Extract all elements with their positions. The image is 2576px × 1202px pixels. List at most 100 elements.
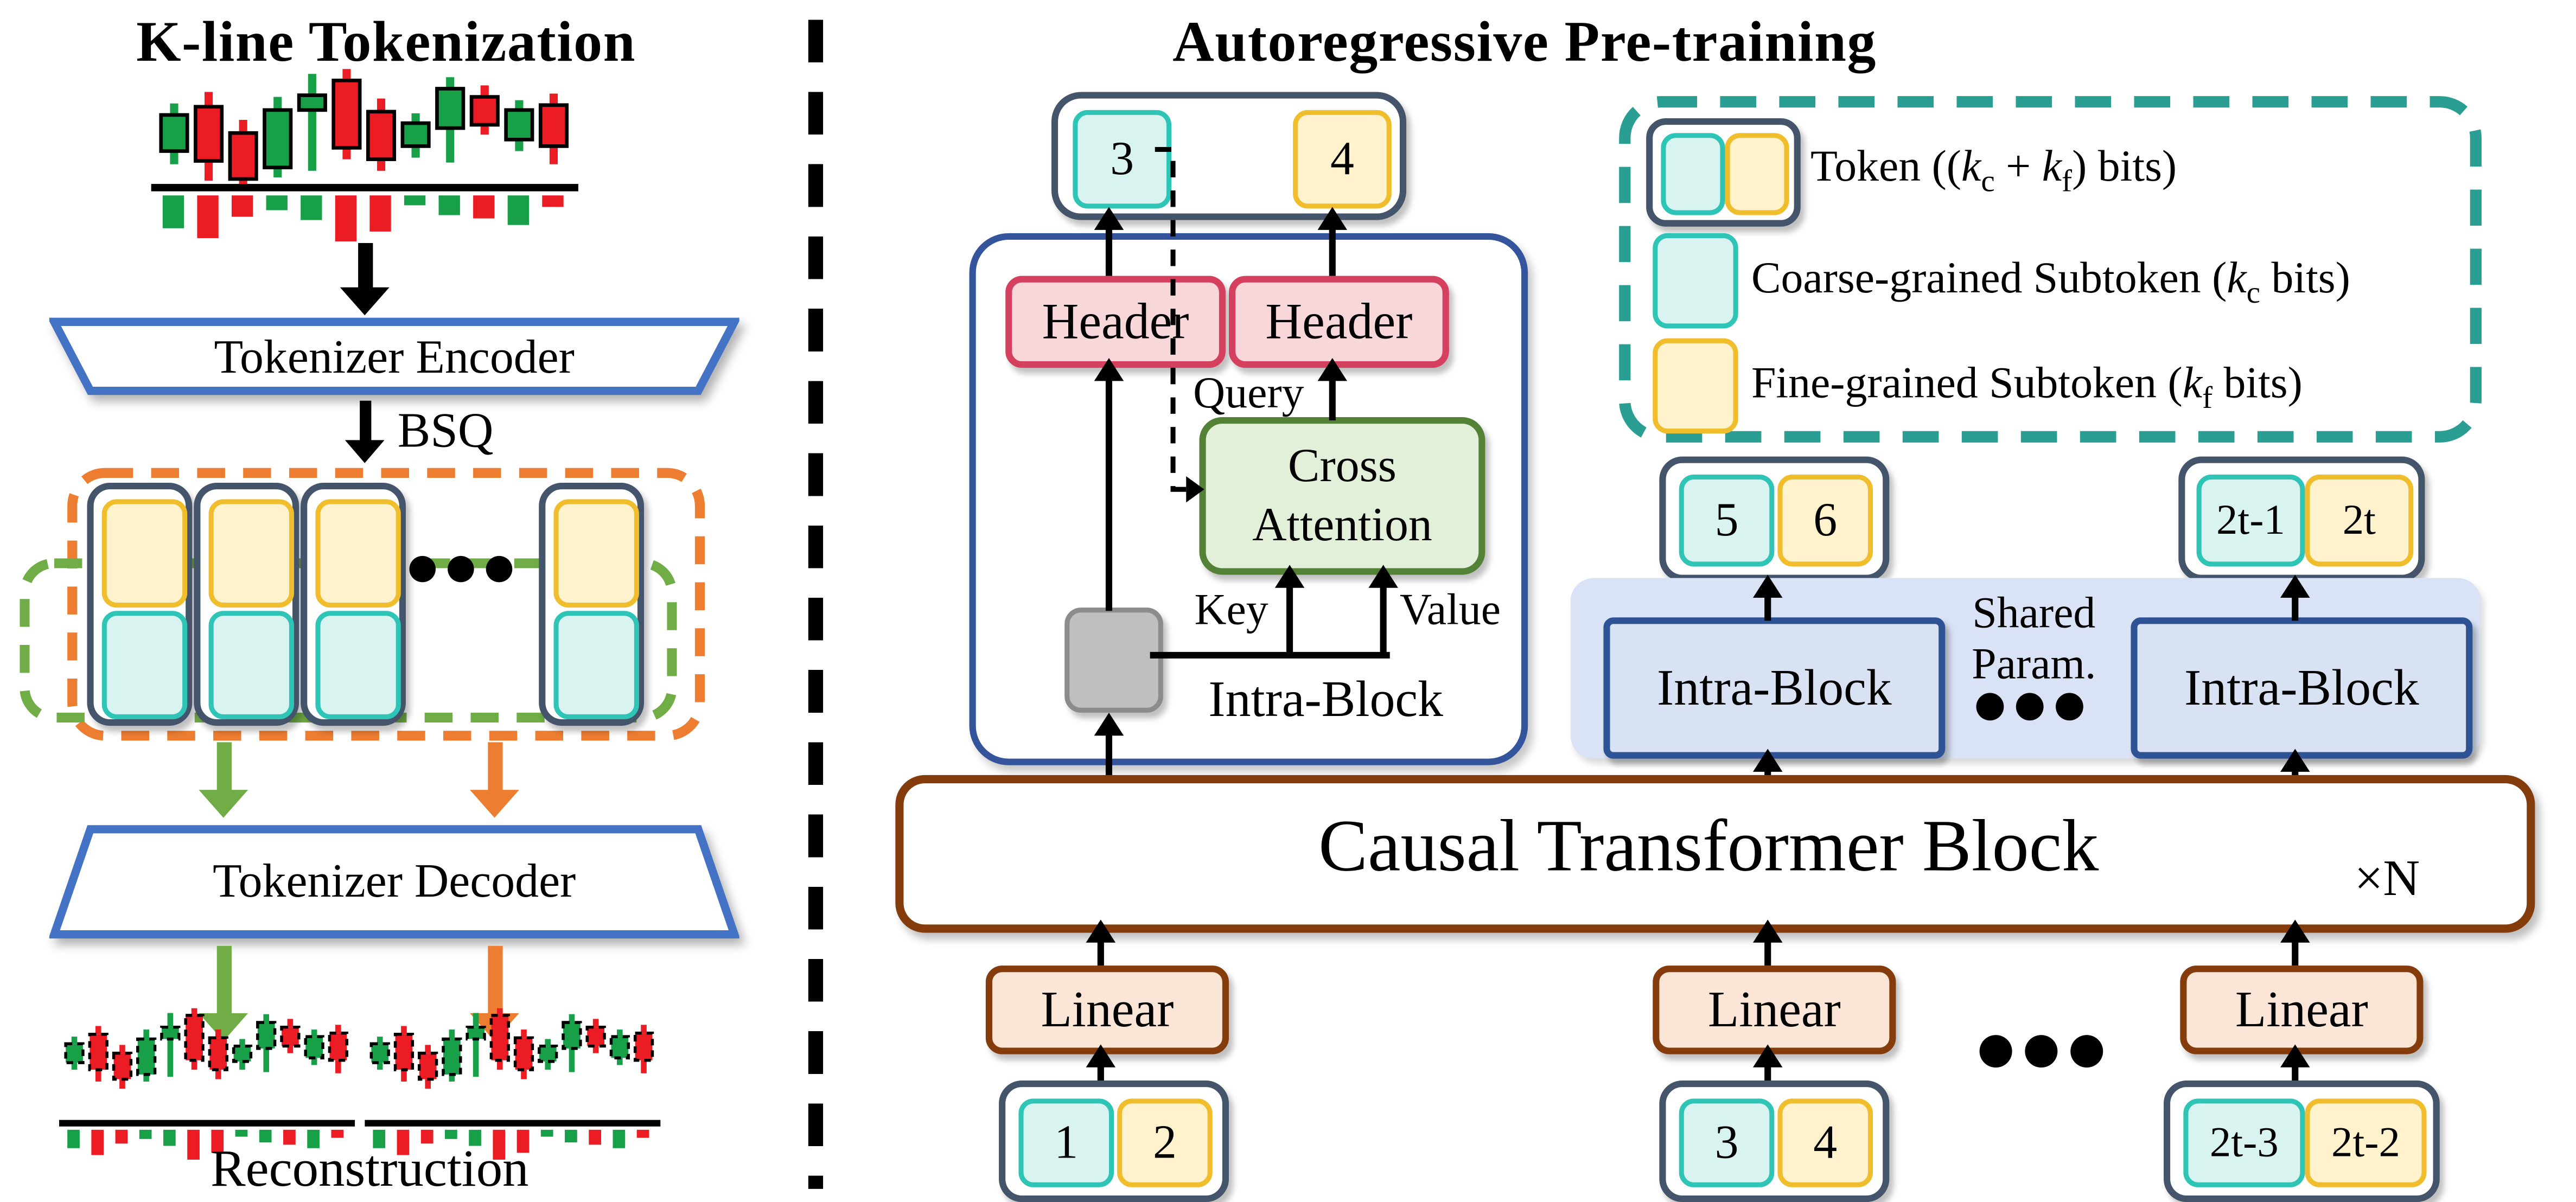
token-ellipsis: ●●● <box>407 547 522 586</box>
coarse-subtoken-2t-1: 2t-1 <box>2196 474 2305 567</box>
green-arrow-icon <box>199 945 248 1041</box>
legend-coarse-icon <box>1653 233 1738 329</box>
arrow-up-icon <box>1752 919 1783 966</box>
arrow-up-icon <box>1752 1044 1783 1081</box>
arrow-up-icon <box>1752 749 1783 778</box>
legend-token-icon <box>1646 118 1801 227</box>
causal-transformer-label: Causal Transformer Block <box>1318 804 2099 887</box>
legend-box <box>1618 95 2483 444</box>
arrow-up-icon <box>1317 207 1348 276</box>
input-token-3-4: 3 4 <box>1659 1080 1890 1202</box>
intra-block-box: Intra-Block <box>2131 617 2473 759</box>
arrow-up-icon <box>1094 207 1124 276</box>
tokenizer-token <box>194 483 299 726</box>
tokenizer-token <box>87 483 193 726</box>
legend-fine-icon <box>1725 133 1789 215</box>
linear-label: Linear <box>1707 980 1841 1038</box>
legend-token-label: Token ((kc + kf) bits) <box>1810 141 2177 200</box>
coarse-subtoken-3: 3 <box>1679 1098 1775 1187</box>
value-arrow-icon <box>1368 565 1398 657</box>
input-token-2t3-2t2: 2t-3 2t-2 <box>2164 1080 2440 1202</box>
linear-box: Linear <box>2180 966 2424 1054</box>
bsq-label: BSQ <box>397 404 494 458</box>
tokenizer-token <box>539 483 645 726</box>
arrow-up-icon <box>1086 919 1116 966</box>
tokenizer-encoder <box>49 317 739 395</box>
token-sequence-orange-box <box>66 466 706 743</box>
bottom-ellipsis: ●●● <box>1977 1025 2114 1074</box>
intra-block-box: Intra-Block <box>1603 617 1946 759</box>
fine-subtoken-icon <box>315 499 401 608</box>
legend-fine-icon <box>1653 338 1738 434</box>
linear-label: Linear <box>1041 980 1174 1038</box>
coarse-subtoken-2t-3: 2t-3 <box>2183 1098 2305 1187</box>
coarse-subtoken-icon <box>315 611 401 720</box>
query-label: Query <box>1193 368 1304 417</box>
fine-subtoken-icon <box>553 499 639 608</box>
intra-block-label: Intra-Block <box>1656 658 1892 716</box>
fine-subtoken-4: 4 <box>1777 1098 1873 1187</box>
green-arrow-icon <box>199 742 248 818</box>
arrow-up-icon <box>1094 357 1124 611</box>
arrow-up-icon <box>2280 1044 2310 1081</box>
fine-subtoken-icon <box>208 499 295 608</box>
intra-block-label: Intra-Block <box>2184 658 2419 716</box>
reconstruction-label: Reconstruction <box>210 1137 529 1197</box>
fine-subtoken-2: 2 <box>1117 1098 1213 1187</box>
value-label: Value <box>1399 584 1501 634</box>
legend-coarse-label: Coarse-grained Subtoken (kc bits) <box>1751 253 2350 311</box>
panel-separator <box>808 20 824 1189</box>
tokenizer-decoder-label: Tokenizer Decoder <box>213 854 576 907</box>
output-token-2t1-2t: 2t-1 2t <box>2178 456 2425 581</box>
coarse-subtoken-icon <box>208 611 295 720</box>
legend-fine-label: Fine-grained Subtoken (kf bits) <box>1751 357 2303 417</box>
arrow-up-icon <box>2280 749 2310 778</box>
tokenizer-decoder <box>49 824 739 939</box>
fine-subtoken-4: 4 <box>1293 110 1392 209</box>
kline-chart <box>151 69 585 253</box>
header-box: Header <box>1005 276 1226 368</box>
query-dashed-line <box>1142 131 1241 526</box>
arrow-up-icon <box>1752 574 1783 621</box>
arrow-up-icon <box>1317 357 1348 421</box>
arrow-up-icon <box>1086 1044 1116 1081</box>
reconstructed-kline-chart <box>59 995 361 1166</box>
output-token-5-6: 5 6 <box>1659 456 1890 581</box>
coarse-subtoken-icon <box>101 611 188 720</box>
fine-subtoken-2t-2: 2t-2 <box>2305 1098 2427 1187</box>
intra-block-label: Intra-Block <box>1208 670 1443 728</box>
fine-subtoken-2t: 2t <box>2305 474 2414 567</box>
tokenizer-token <box>301 483 406 726</box>
bsq-arrow-icon <box>345 400 385 463</box>
coarse-subtoken-icon <box>553 611 639 720</box>
cross-attention-label: Cross Attention <box>1252 439 1432 552</box>
legend-coarse-icon <box>1661 133 1725 215</box>
cross-attention-box: Cross Attention <box>1199 417 1485 575</box>
linear-label: Linear <box>2235 980 2368 1038</box>
input-token-1-2: 1 2 <box>999 1080 1229 1202</box>
orange-arrow-icon <box>470 742 519 818</box>
header-label: Header <box>1042 292 1189 350</box>
coarse-subtoken-5: 5 <box>1679 474 1775 567</box>
fine-subtoken-icon <box>101 499 188 608</box>
shared-param-label: Shared Param. <box>1972 587 2096 688</box>
output-token-3-4: 3 4 <box>1051 92 1407 220</box>
arrow-up-icon <box>2280 574 2310 621</box>
arrow-up-icon <box>2280 919 2310 966</box>
shared-param-ellipsis: ●●● <box>1974 683 2094 725</box>
header-label: Header <box>1265 292 1413 350</box>
left-panel-title: K-line Tokenization <box>136 10 636 74</box>
reconstructed-kline-chart <box>365 995 667 1166</box>
key-arrow-icon <box>1274 565 1305 657</box>
key-label: Key <box>1194 584 1268 634</box>
right-panel-title: Autoregressive Pre-training <box>1172 10 1877 74</box>
fine-subtoken-6: 6 <box>1777 474 1873 567</box>
coarse-subtoken-1: 1 <box>1018 1098 1114 1187</box>
key-value-line <box>1150 651 1390 658</box>
tokenizer-encoder-label: Tokenizer Encoder <box>214 331 575 383</box>
xn-label: ×N <box>2354 849 2420 907</box>
hidden-state-box <box>1064 608 1163 713</box>
linear-box: Linear <box>985 966 1229 1054</box>
arrow-up-icon <box>1094 712 1124 778</box>
